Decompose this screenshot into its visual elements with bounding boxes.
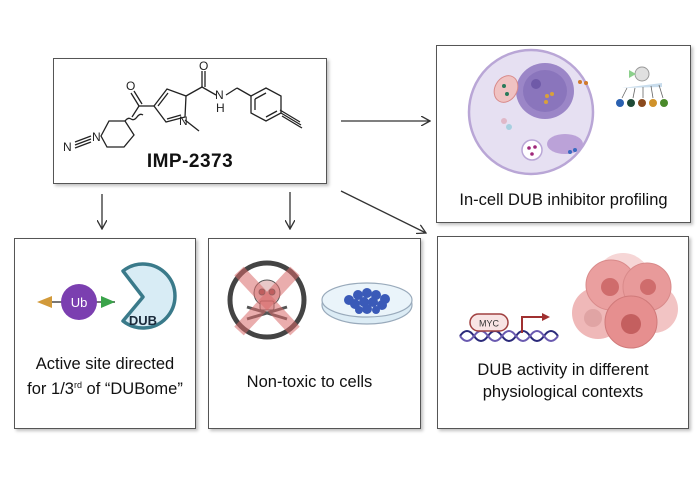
atom-n-nitrile: N xyxy=(63,140,72,154)
panel-profiling: In-cell DUB inhibitor profiling xyxy=(436,45,691,223)
atom-o-ketone: O xyxy=(126,79,135,93)
cell-illustration xyxy=(467,48,668,176)
physiological-label-line1: DUB activity in different xyxy=(477,361,649,379)
physiological-illustration: MYC xyxy=(459,253,678,349)
atom-n-amide: N xyxy=(215,88,224,102)
active-site-fraction: for 1/3 xyxy=(27,380,74,398)
dna-icon xyxy=(459,330,559,342)
warhead-right xyxy=(101,296,115,308)
ub-dub-illustration: Ub DUB xyxy=(37,262,177,330)
no-sign-ring xyxy=(227,260,307,340)
active-site-label-line2: for 1/3rd of “DUBome” xyxy=(15,375,195,400)
non-toxic-illustration xyxy=(227,260,413,340)
non-toxic-label: Non-toxic to cells xyxy=(246,373,373,391)
panel-physiological: MYC DUB activity in different physiologi… xyxy=(437,236,689,429)
atom-n-pyrrole: N xyxy=(179,114,188,128)
petri-dish-icon xyxy=(321,282,413,325)
active-site-label-line1: Active site directed xyxy=(35,355,175,373)
arrow-to-physiological xyxy=(340,190,426,233)
promoter-arrow xyxy=(521,316,542,333)
ub-circle xyxy=(61,284,97,320)
atom-n-pyrrolidine: N xyxy=(92,130,101,144)
ub-label: Ub xyxy=(71,295,88,310)
panel-non-toxic: Non-toxic to cells xyxy=(208,238,421,429)
atom-o-amide: O xyxy=(199,59,208,73)
compound-name: IMP-2373 xyxy=(146,151,234,172)
myc-label: MYC xyxy=(479,319,500,329)
atom-h-amide: H xyxy=(216,101,225,115)
profiling-label: In-cell DUB inhibitor profiling xyxy=(459,191,668,209)
myc-badge xyxy=(469,313,509,332)
ordinal-suffix: rd xyxy=(73,380,82,390)
physiological-label-line2: physiological contexts xyxy=(482,383,644,401)
red-cross-icon xyxy=(234,266,300,336)
compound-box: N N O N O N H IMP-2373 xyxy=(53,58,327,184)
warhead-left xyxy=(37,296,52,308)
chemical-structure: N N O N O N H xyxy=(63,59,303,154)
dub-shape xyxy=(121,262,177,330)
cancer-cells-icon xyxy=(572,253,678,349)
panel-active-site: Ub DUB Active site directed for 1/3rd of… xyxy=(14,238,196,429)
dub-label: DUB xyxy=(129,313,157,328)
dubome-text: of “DUBome” xyxy=(81,380,183,398)
